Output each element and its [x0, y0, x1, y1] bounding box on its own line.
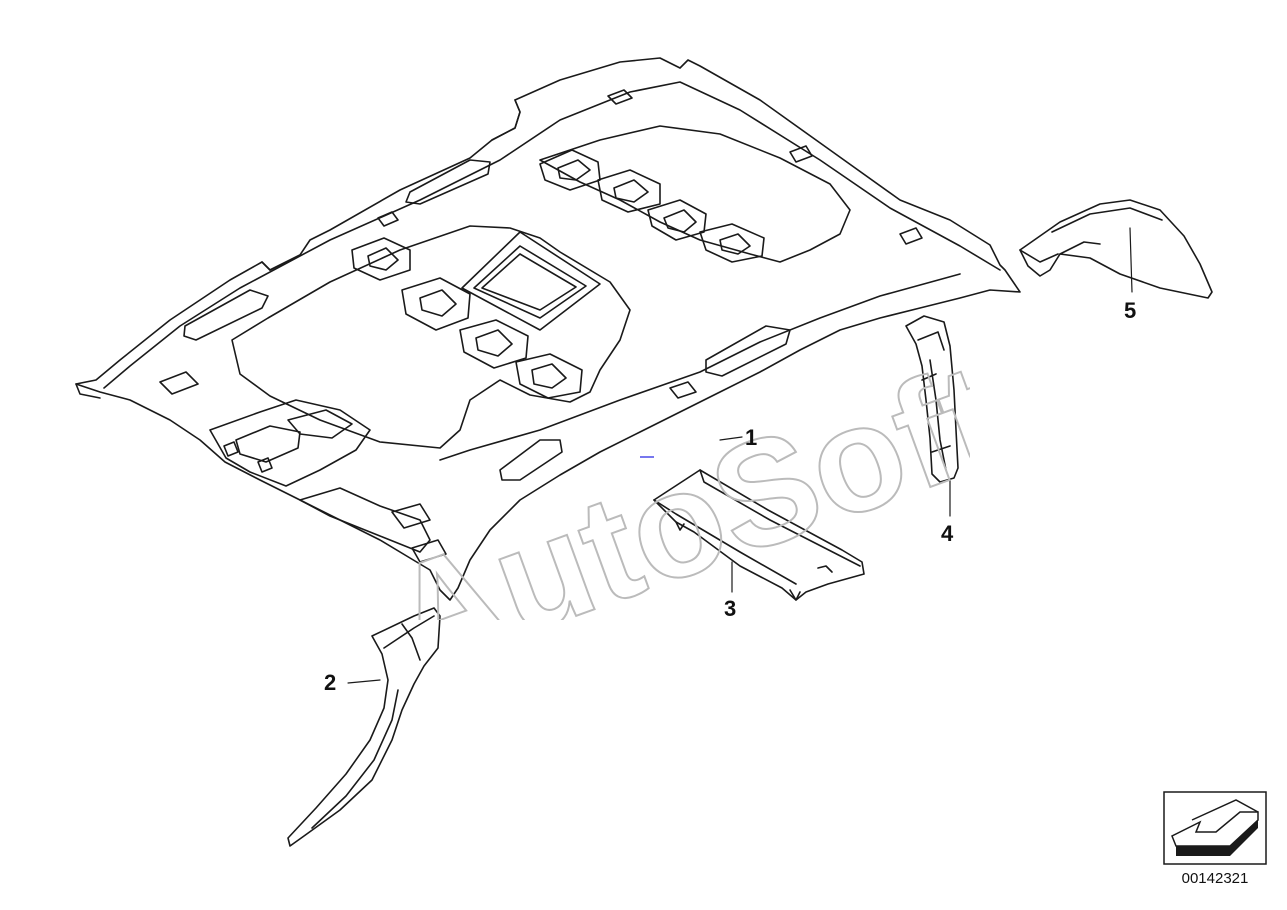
pillar-strip-part-4: [905, 315, 959, 483]
callout-5: 5: [1124, 298, 1137, 323]
callout-2: 2: [324, 670, 337, 695]
drawing-number: 00142321: [1181, 870, 1249, 887]
headliner-front-pads: [351, 237, 583, 399]
callout-4: 4: [941, 521, 954, 546]
rear-trim-part-5: [1019, 199, 1213, 299]
callout-1: 1: [745, 425, 758, 450]
leader-lines: [347, 227, 1133, 684]
overhead-console-area: [209, 399, 447, 563]
orientation-arrow-icon: [1163, 791, 1267, 865]
trim-panel-part-3: [653, 469, 865, 601]
headliner-rear-pads: [539, 149, 765, 263]
callout-3: 3: [724, 596, 737, 621]
pillar-trim-part-2: [287, 607, 441, 847]
headliner-part-1: [75, 57, 1021, 601]
